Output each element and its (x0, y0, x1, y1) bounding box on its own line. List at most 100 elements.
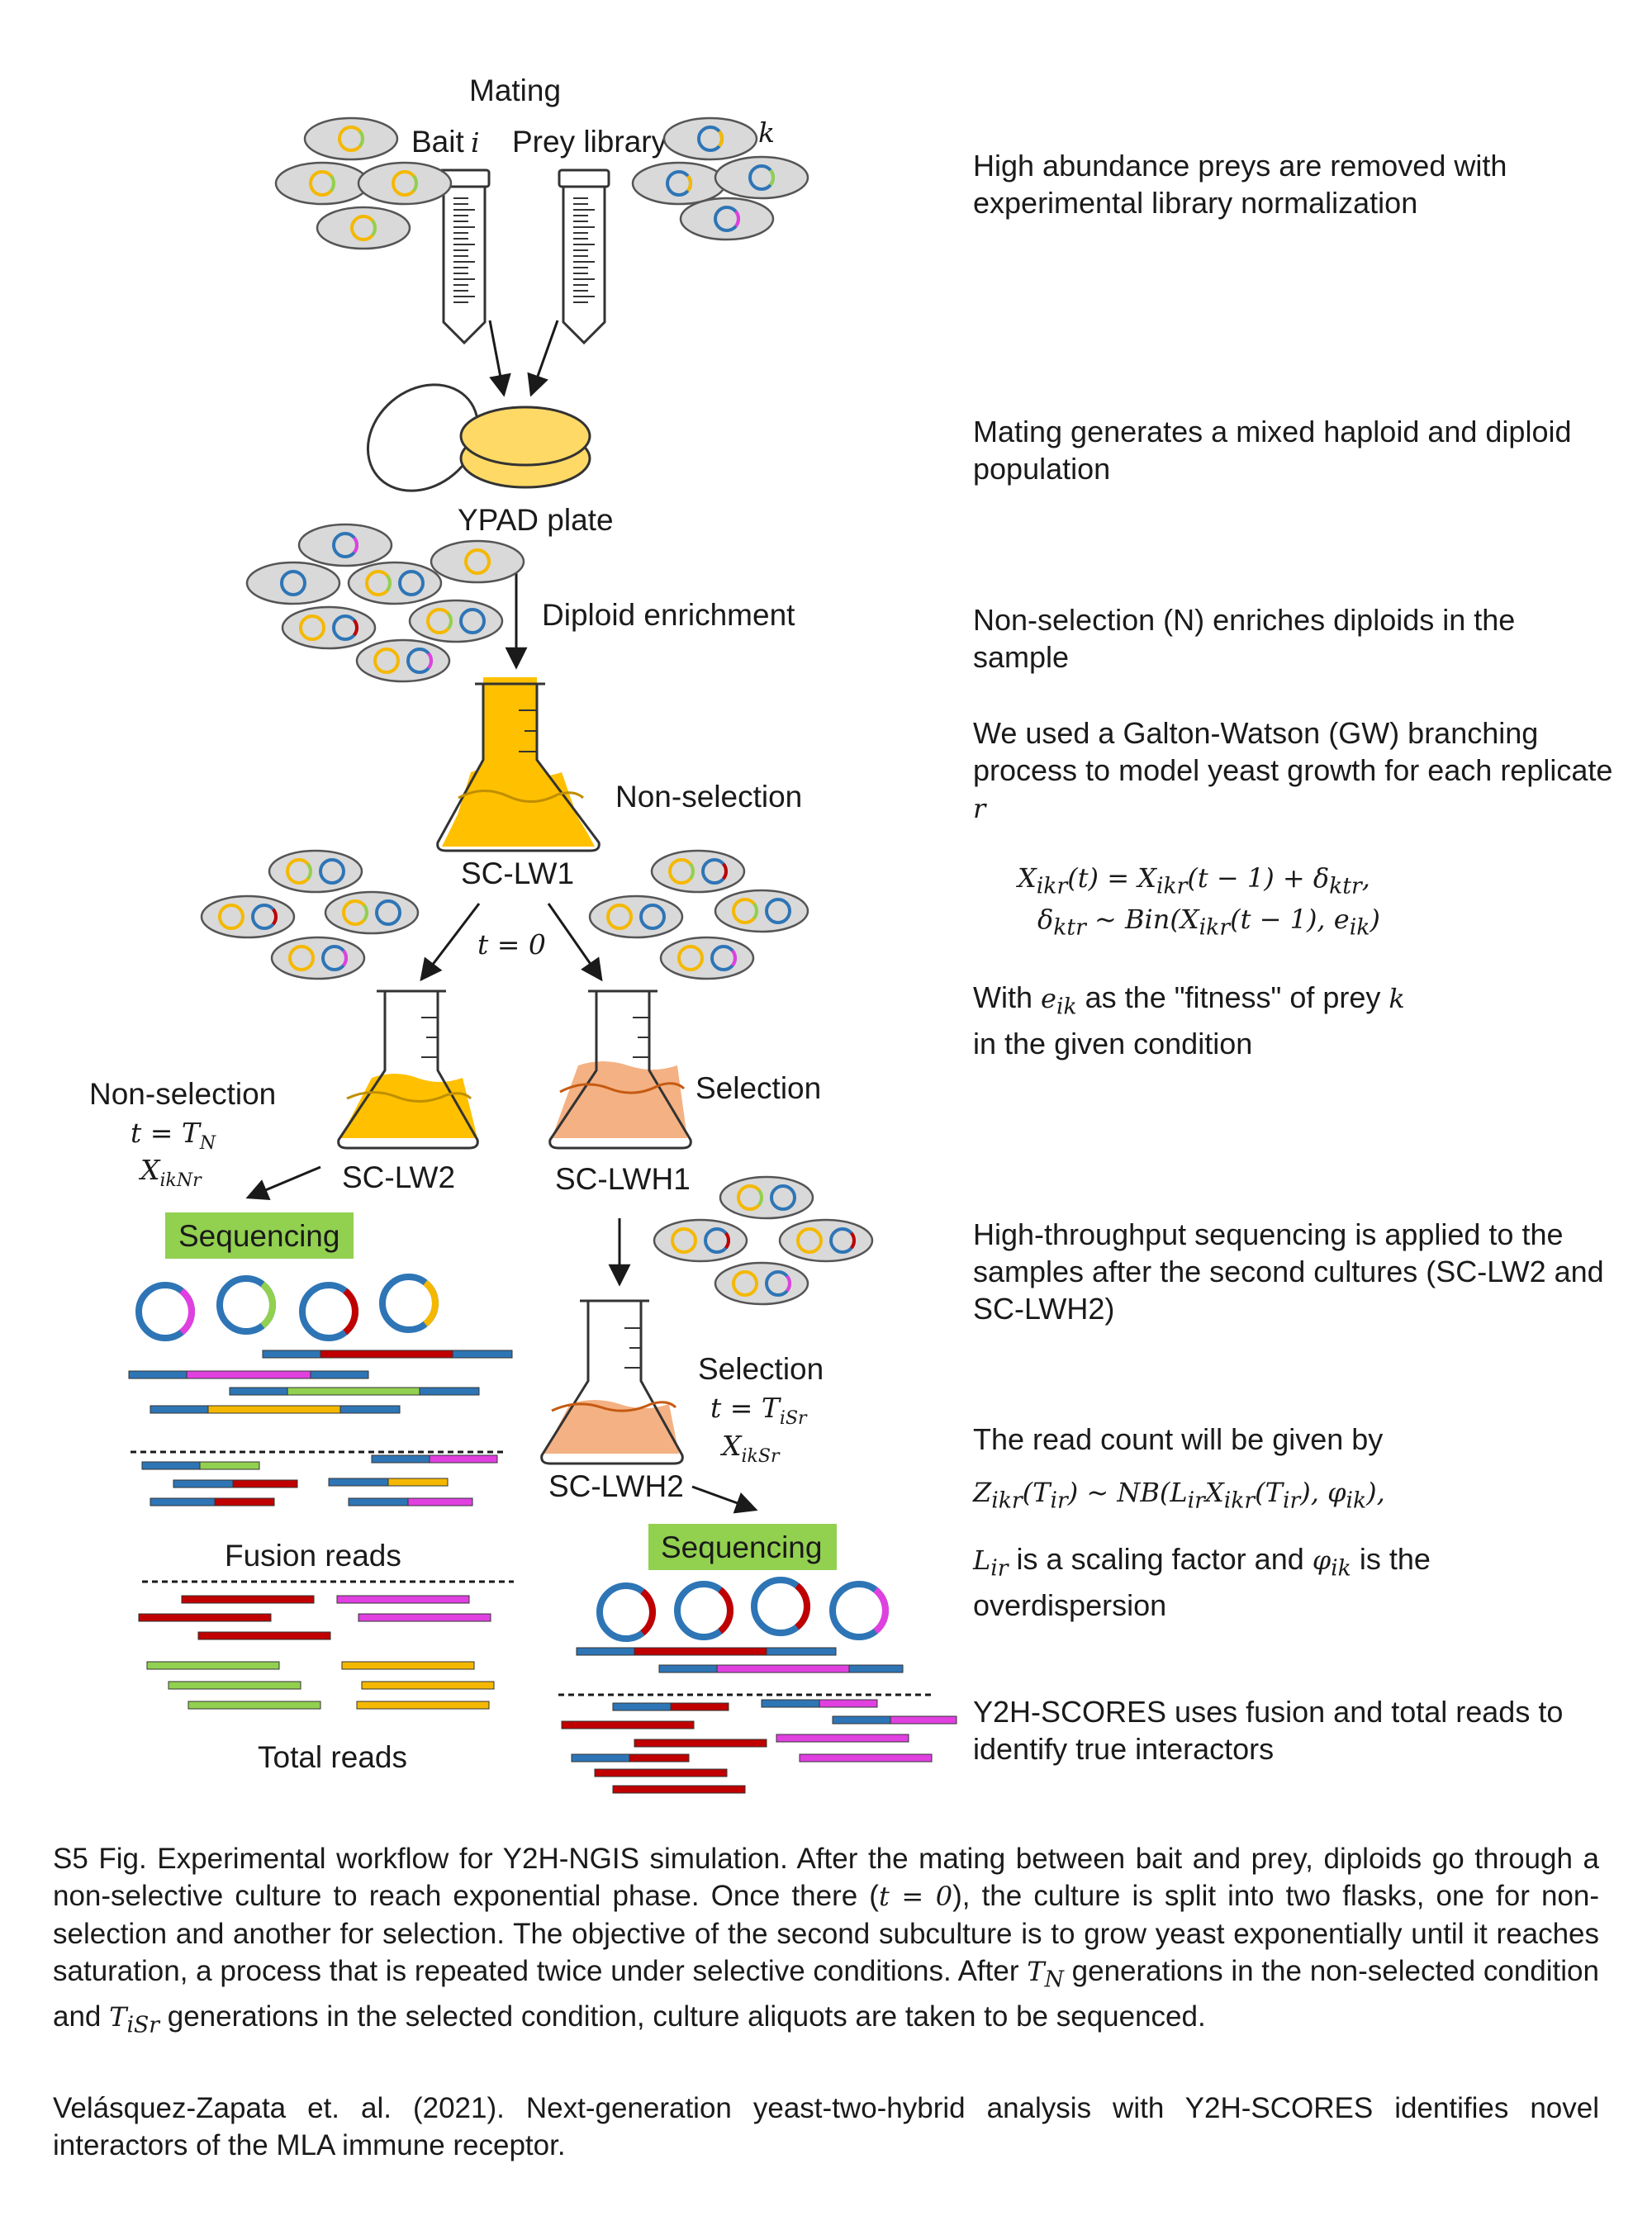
plasmid-insert-icon (363, 904, 368, 922)
note-fitness-condition: in the given condition (973, 1027, 1253, 1061)
read-segment (819, 1699, 878, 1708)
read-segment (207, 1405, 341, 1414)
yeast-cell-icon (357, 161, 453, 206)
caption-t-zero: t = 0 (878, 1881, 953, 1912)
caption-part-2: ), the culture is split into two flasks,… (53, 1880, 1600, 1987)
diploid-enrichment-label: Diploid enrichment (542, 598, 795, 632)
plasmid-ring-icon (459, 608, 486, 634)
yeast-cell-icon (347, 561, 443, 605)
read-segment (232, 1479, 298, 1488)
caption-part-1: S5 Fig. Experimental workflow for Y2H-NG… (53, 1843, 1599, 1912)
t-tisr-label: t = TiSr (710, 1392, 808, 1429)
note-scaling-text: is a scaling factor and (1016, 1542, 1304, 1576)
yeast-cell-icon (303, 116, 399, 161)
read-segment (138, 1613, 272, 1622)
plasmid-ring-icon (373, 648, 400, 674)
yeast-cell-icon (659, 936, 755, 980)
plasmid-ring-icon (280, 570, 306, 596)
read-segment (634, 1647, 767, 1656)
x-iknr-label: XikNr (138, 1154, 202, 1191)
plasmid-insert-icon (640, 1588, 656, 1636)
yeast-cell-icon (631, 161, 727, 206)
prey-library-label: Prey library (512, 125, 667, 159)
yeast-cell-icon (653, 1218, 748, 1263)
read-segment (776, 1734, 909, 1743)
read-segment (358, 1613, 491, 1622)
plasmid-insert-icon (371, 219, 377, 237)
petri-dish-icon (366, 383, 591, 492)
plasmid-ring-icon (288, 945, 315, 971)
read-segment (419, 1387, 480, 1396)
yeast-cell-icon (281, 605, 377, 650)
plasmid-insert-icon (734, 210, 740, 228)
sequencing-label-right: Sequencing (661, 1530, 822, 1564)
note-scaling-var: Lir (973, 1544, 1009, 1582)
arrow-bait-to-plate (488, 320, 511, 397)
yeast-cell-icon (719, 1175, 814, 1220)
read-segment (128, 1370, 188, 1379)
arrow-to-sequencing-right (691, 1485, 758, 1514)
flask-sc-lw1-icon (436, 677, 601, 852)
plasmid-insert-icon (353, 619, 358, 637)
read-segment (832, 1715, 891, 1725)
note-fitness-text: as the "fitness" of prey (1085, 980, 1381, 1014)
arrow-to-sc-lwh1 (547, 903, 603, 982)
plasmid-ring-icon (639, 904, 666, 930)
plasmid-insert-icon (353, 536, 358, 554)
yeast-cell-icon (714, 155, 809, 200)
read-segment (229, 1387, 288, 1396)
bait-tube-icon (438, 168, 491, 345)
selection-label-2: Selection (698, 1352, 824, 1386)
note-galton-watson-var: r (973, 793, 986, 824)
read-segment (890, 1715, 957, 1725)
caption-part-3: generations in the non-selected conditio… (53, 1955, 1599, 2033)
prey-variable: k (758, 116, 775, 149)
read-segment (328, 1478, 389, 1487)
plasmid-insert-icon (358, 130, 364, 148)
equation-gw-2: δktr ~ Bin(Xikr(t − 1), eik) (1037, 904, 1380, 941)
citation: Velásquez-Zapata et. al. (2021). Next-ge… (53, 2092, 1599, 2161)
read-segment (629, 1753, 690, 1763)
plasmid-insert-icon (757, 1189, 763, 1207)
yeast-cell-icon (297, 523, 393, 567)
caption-tn: TN (1027, 1956, 1064, 1993)
caption-tisr: TiSr (109, 2001, 160, 2038)
sc-lwh1-label: SC-LWH1 (555, 1162, 691, 1196)
note-overdispersion-var: φik (1312, 1544, 1351, 1582)
note-fitness-with: With (973, 980, 1032, 1014)
read-segment (150, 1405, 209, 1414)
read-segment (371, 1454, 430, 1464)
read-segment (429, 1454, 498, 1464)
bait-label: Bait (411, 125, 464, 159)
read-segment (336, 1595, 470, 1604)
read-segment (186, 1370, 311, 1379)
plasmid-insert-icon (260, 1281, 276, 1329)
read-segment (214, 1497, 275, 1506)
prey-tube-icon (558, 168, 610, 345)
yeast-cell-icon (324, 890, 420, 935)
read-segment (348, 1497, 409, 1506)
note-overdispersion-text: is the overdispersion (973, 1542, 1431, 1623)
yeast-cell-icon (662, 116, 758, 161)
read-segment (287, 1387, 420, 1396)
plasmid-ring-icon (299, 614, 325, 641)
plasmid-insert-icon (689, 862, 695, 880)
plasmid-ring-icon (796, 1227, 823, 1254)
note-non-selection: Non-selection (N) enriches diploids in t… (973, 603, 1516, 674)
read-segment (716, 1664, 850, 1673)
plasmid-insert-icon (718, 130, 724, 148)
read-segment (141, 1461, 201, 1470)
read-segment (310, 1370, 369, 1379)
read-segment (361, 1681, 495, 1690)
read-segment (634, 1739, 767, 1748)
caption-part-4: generations in the selected condition, c… (167, 2000, 1206, 2033)
yeast-cell-icon (430, 539, 525, 584)
yeast-cell-icon (714, 889, 809, 933)
sequencing-label-left: Sequencing (178, 1219, 339, 1253)
mating-label: Mating (469, 74, 561, 107)
plasmid-insert-icon (179, 1288, 195, 1336)
sequencing-box-left (165, 1212, 354, 1259)
read-segment (387, 1478, 449, 1487)
x-iksr-label: XikSr (719, 1430, 781, 1467)
